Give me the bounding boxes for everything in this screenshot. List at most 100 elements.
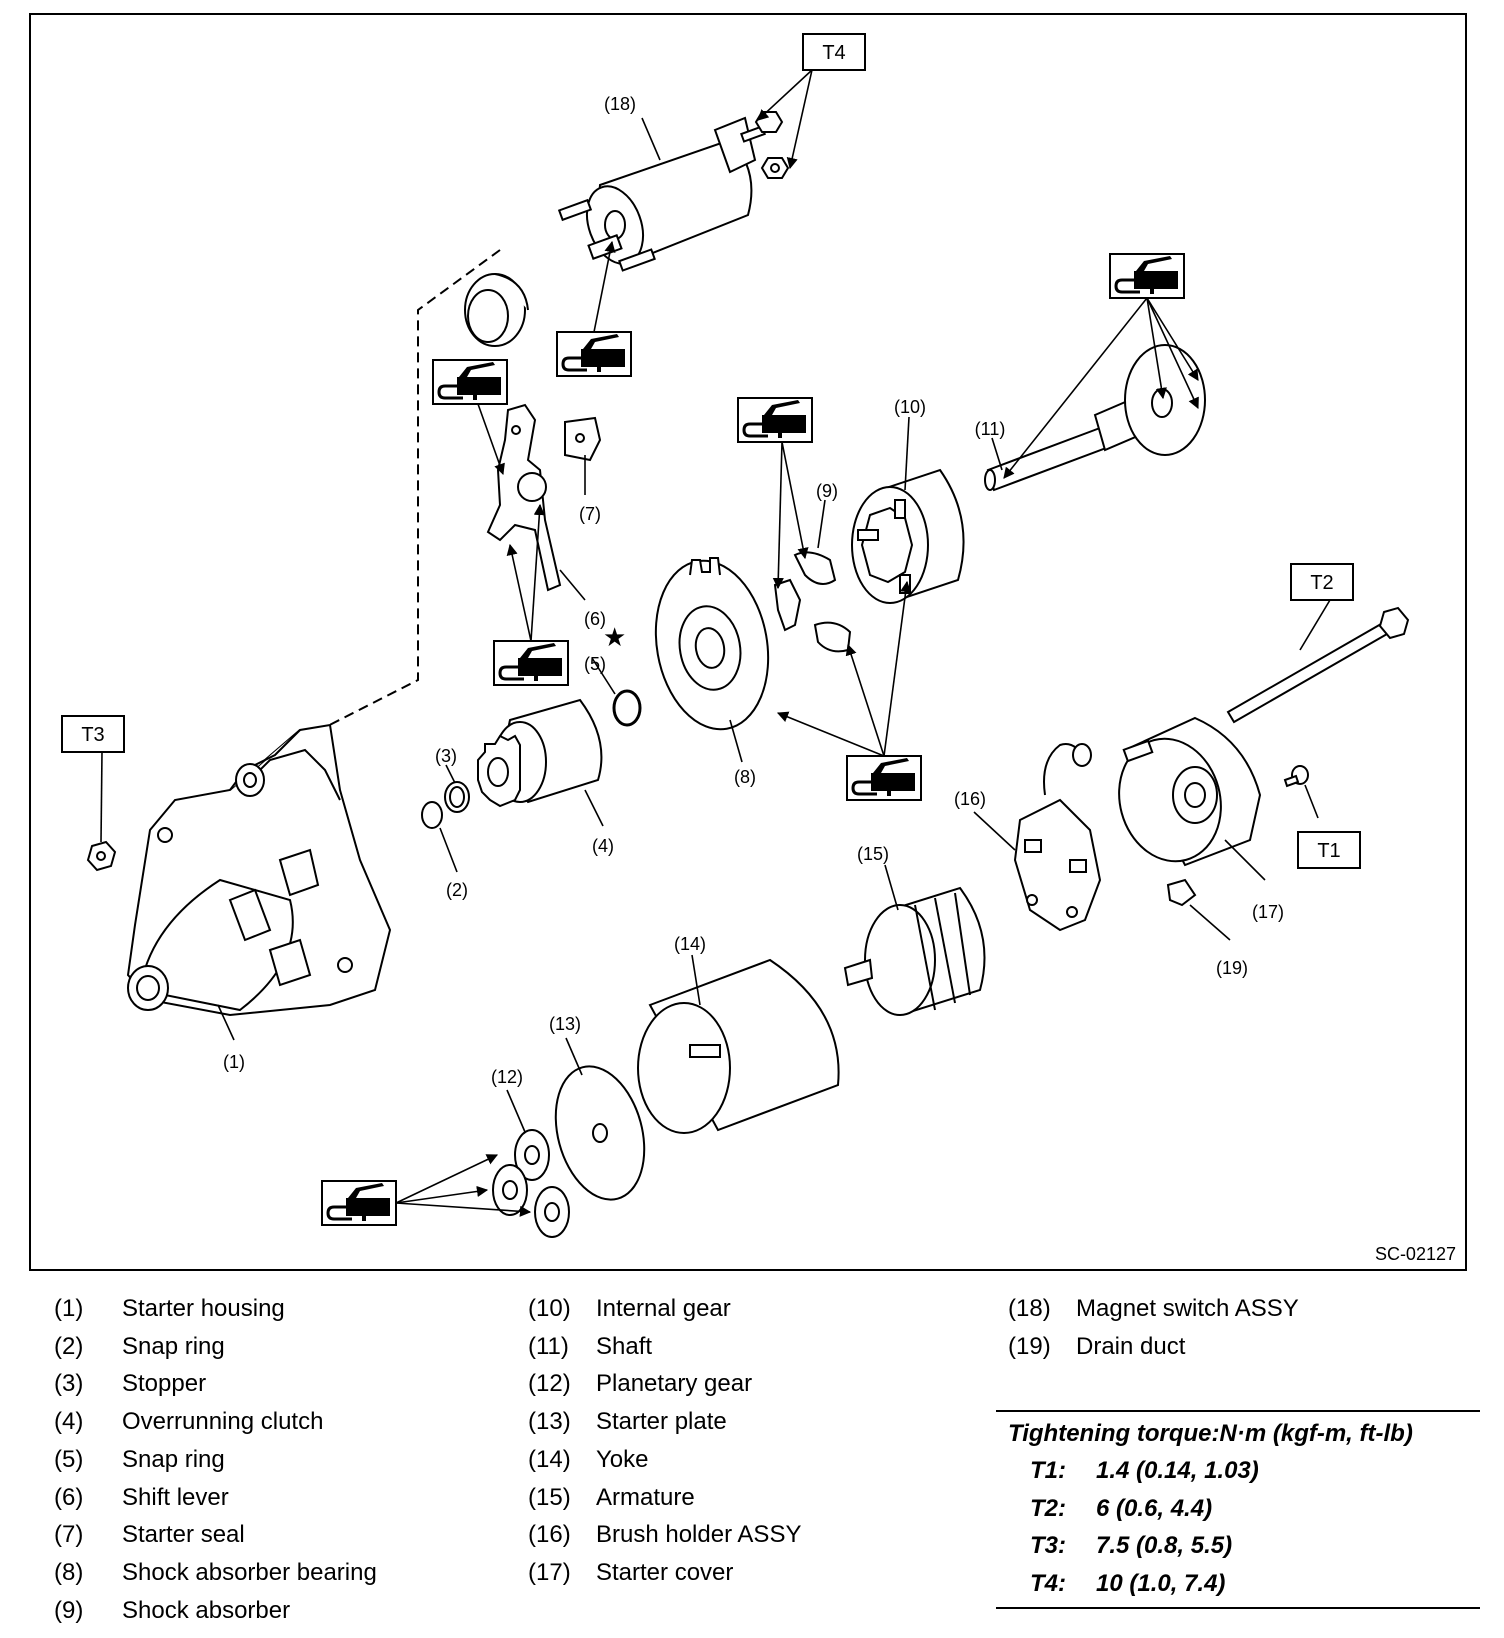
shock-absorber-drawing [773,551,852,653]
part-num: (6) [54,1483,84,1511]
callout-11: (11) [975,419,1006,439]
torque-bottom-rule [996,1606,1480,1609]
callout-17: (17) [1252,902,1284,922]
magnet-switch-assy-drawing [557,111,790,272]
grease-gun-icon [320,1179,398,1227]
shift-lever-drawing [486,403,562,592]
torque-code: T1: [1030,1457,1066,1484]
grease-gun-icon [736,396,814,444]
legend-row: (16) Brush holder ASSY [528,1516,801,1554]
legend-row: (6)Shift lever [54,1479,377,1517]
part-num: (16) [528,1521,571,1549]
part-num: (7) [54,1521,84,1549]
torque-code: T4: [1030,1570,1066,1598]
callout-15: (15) [857,844,889,864]
leader-lines [100,69,1331,1217]
grease-gun-icon [492,639,570,687]
part-name: Stopper [122,1370,207,1398]
part-name: Shock absorber bearing [122,1558,377,1586]
legend-row: (10)Internal gear [528,1290,801,1328]
diagram-frame [29,13,1467,1271]
callout-14: (14) [674,934,706,954]
callout-9: (9) [816,481,838,501]
legend-row: (12) Planetary gear [528,1365,801,1403]
part-num: (14) [528,1445,571,1473]
torque-value: 1.4 (0.14, 1.03) [1096,1457,1259,1484]
callout-18: (18) [604,94,636,114]
planetary-gear-drawing [492,1129,570,1238]
part-num: (10) [528,1295,571,1322]
legend-row: (17)Starter cover [528,1554,801,1592]
legend-row: (7) Starter seal [54,1516,377,1554]
legend-row: (19)Drain duct [1008,1328,1299,1366]
star-mark: ★ [603,623,626,653]
legend-row: (13)Starter plate [528,1403,801,1441]
part-num: (1) [54,1295,84,1322]
t3-label: T3 [81,724,104,746]
part-name: Overrunning clutch [122,1408,324,1436]
part-name: Starter cover [596,1558,734,1586]
grease-gun-icon [431,358,509,406]
part-name: Drain duct [1076,1332,1186,1360]
part-num: (4) [54,1408,84,1436]
yoke-drawing [637,958,840,1134]
part-num: (12) [528,1370,571,1398]
t2-box [1290,563,1354,601]
shaft-drawing [984,344,1206,492]
legend-row: (5) Snap ring [54,1441,377,1479]
t1-box [1297,831,1361,869]
legend-row: (3)Stopper [54,1365,377,1403]
exploded-starter-diagram: ★ [29,13,1467,1271]
t1-screw-drawing [1283,765,1309,788]
callout-4: (4) [592,836,614,856]
part-name: Shock absorber [122,1596,291,1624]
grease-gun-icon [555,330,633,378]
callout-3: (3) [435,746,457,766]
part-num: (9) [54,1596,84,1624]
part-name: Starter seal [122,1521,245,1549]
callout-8: (8) [734,767,756,787]
torque-value: 6 (0.6, 4.4) [1096,1494,1213,1522]
legend-row: (2)Snap ring [54,1328,377,1366]
parts-legend-col1: (1) Starter housing (2)Snap ring (3)Stopp… [54,1290,377,1629]
overrunning-clutch-drawing [477,698,603,808]
callout-12: (12) [491,1067,523,1087]
torque-code: T2: [1030,1494,1066,1522]
t4-label: T4 [822,42,845,64]
part-name: Magnet switch ASSY [1076,1295,1299,1322]
legend-row: (14) Yoke [528,1441,801,1479]
t3-box [61,715,125,753]
part-name: Starter plate [596,1408,727,1436]
starter-seal-drawing [564,416,602,462]
legend-row: (1) Starter housing [54,1290,377,1328]
part-num: (5) [54,1445,84,1473]
snap-ring-2-drawing [421,801,443,829]
callout-2: (2) [446,880,468,900]
torque-row: T1: 1.4 (0.14, 1.03) [996,1452,1480,1490]
part-name: Snap ring [122,1445,225,1473]
snap-ring-5-drawing [612,689,642,727]
part-name: Armature [596,1483,695,1511]
torque-row: T2: 6 (0.6, 4.4) [996,1490,1480,1528]
part-name: Brush holder ASSY [596,1521,802,1549]
drain-duct-drawing [1166,878,1197,907]
legend-row: (15)Armature [528,1479,801,1517]
starter-cover-drawing [1118,716,1262,867]
part-name: Starter housing [122,1295,285,1322]
part-name: Yoke [596,1445,649,1473]
legend-row: (18) Magnet switch ASSY [1008,1290,1299,1328]
t4-box [802,33,866,71]
torque-table: Tightening torque:N·m (kgf-m, ft-lb) T1:… [996,1410,1480,1609]
callout-1: (1) [223,1052,245,1072]
callout-6: (6) [584,609,606,629]
torque-value: 7.5 (0.8, 5.5) [1096,1532,1233,1560]
switch-seal-drawing [464,273,529,347]
part-name: Planetary gear [596,1370,753,1398]
legend-row: (8)Shock absorber bearing [54,1554,377,1592]
shock-absorber-bearing-drawing [654,557,770,731]
callout-19: (19) [1216,958,1248,978]
torque-value: 10 (1.0, 7.4) [1096,1570,1226,1598]
part-num: (18) [1008,1295,1051,1322]
brush-holder-assy-drawing [1013,743,1102,932]
callout-10: (10) [894,397,926,417]
